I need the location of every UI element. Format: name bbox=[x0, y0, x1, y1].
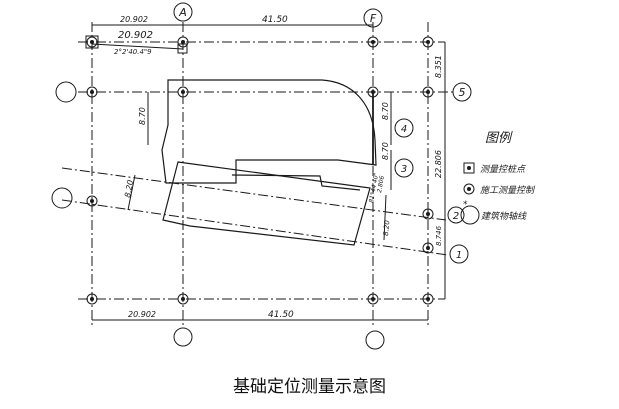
axis-label-F: F bbox=[370, 12, 377, 25]
grid-line-axis2 bbox=[61, 167, 447, 221]
control-point bbox=[177, 86, 189, 98]
axis-label-2: 2 bbox=[453, 211, 459, 222]
axis-bubble-3 bbox=[394, 158, 414, 178]
control-point bbox=[177, 36, 189, 48]
legend-title: 图例 bbox=[485, 131, 513, 146]
control-point bbox=[177, 293, 189, 305]
axis-bubble-left-mid bbox=[51, 187, 73, 209]
grid-nodes bbox=[85, 35, 434, 305]
dim-top-left: 20.902 bbox=[120, 15, 148, 24]
building-upper bbox=[161, 79, 377, 184]
legend-axis-bubble bbox=[460, 205, 480, 225]
dim-870-right: 8.70 bbox=[381, 102, 390, 120]
control-point bbox=[86, 36, 98, 48]
control-point bbox=[422, 242, 434, 254]
dim-small: 2.806 bbox=[376, 175, 386, 193]
dim-top-mid: 41.50 bbox=[262, 15, 288, 25]
dim-bottom-mid: 41.50 bbox=[268, 310, 294, 320]
grid-line-axis1 bbox=[61, 199, 449, 256]
legend-star: * bbox=[463, 200, 468, 210]
axis-bubble-1 bbox=[449, 244, 469, 264]
legend-control-dot bbox=[467, 187, 471, 191]
control-point bbox=[367, 86, 379, 98]
axis-label-5: 5 bbox=[459, 86, 466, 99]
legend-control-symbol bbox=[463, 183, 475, 195]
dim-870-left: 8.70 bbox=[138, 107, 147, 125]
dim-870-right-2: 8.70 bbox=[381, 142, 390, 160]
axis-bubble-4 bbox=[394, 118, 414, 138]
survey-stake bbox=[177, 43, 188, 54]
control-point bbox=[367, 293, 379, 305]
dim-top-inner: 20.902 bbox=[118, 30, 153, 41]
control-point bbox=[86, 293, 98, 305]
legend-stake-symbol bbox=[463, 162, 475, 174]
control-point bbox=[422, 293, 434, 305]
control-point bbox=[422, 36, 434, 48]
control-point bbox=[422, 86, 434, 98]
dim-820-b: 8.20 bbox=[382, 219, 391, 236]
control-point bbox=[422, 208, 434, 220]
legend-item-axis: 建筑物轴线 bbox=[481, 211, 527, 222]
dim-angle-top: 2°2'40.4"9 bbox=[114, 48, 152, 56]
control-point bbox=[86, 195, 98, 207]
control-point bbox=[86, 86, 98, 98]
building-notch bbox=[231, 174, 361, 191]
axis-label-1: 1 bbox=[456, 250, 462, 261]
axis-bubble-F bbox=[363, 8, 383, 28]
legend-item-control: 施工测量控制 bbox=[480, 185, 536, 196]
axis-label-A: A bbox=[178, 6, 187, 19]
axis-bubble-left-top bbox=[55, 81, 77, 103]
dim-820: 8.20 bbox=[123, 179, 135, 198]
figure-caption: 基础定位测量示意图 bbox=[233, 377, 386, 397]
legend: 图例 测量控桩点 施工测量控制 * 建筑物轴线 bbox=[463, 131, 536, 222]
axis-label-3: 3 bbox=[401, 164, 407, 175]
dim-bottom-left: 20.902 bbox=[128, 310, 156, 319]
dimension-labels: 20.902 41.50 20.902 2°2'40.4"9 20.902 41… bbox=[114, 15, 443, 320]
axis-bubble-bottom-F bbox=[365, 330, 385, 350]
survey-stake bbox=[85, 35, 99, 49]
legend-stake-dot bbox=[467, 166, 471, 170]
building-outline bbox=[161, 79, 377, 246]
control-point bbox=[367, 36, 379, 48]
legend-item-stake: 测量控桩点 bbox=[480, 164, 526, 175]
dimension-lines bbox=[91, 24, 446, 321]
axis-bubble-2 bbox=[447, 206, 465, 224]
axis-label-4: 4 bbox=[401, 124, 407, 135]
axis-bubbles: A F 5 4 3 2 1 bbox=[51, 2, 480, 350]
axis-bubble-bottom-A bbox=[173, 327, 193, 347]
dim-right-top: 8.351 bbox=[434, 55, 443, 78]
grid-lines bbox=[61, 22, 455, 325]
dim-right-mid: 22.806 bbox=[434, 150, 443, 178]
dim-right-bottom: 8.746 bbox=[435, 225, 443, 246]
axis-bubble-A bbox=[173, 2, 193, 22]
building-slanted bbox=[162, 161, 371, 246]
axis-bubble-5 bbox=[452, 82, 472, 102]
